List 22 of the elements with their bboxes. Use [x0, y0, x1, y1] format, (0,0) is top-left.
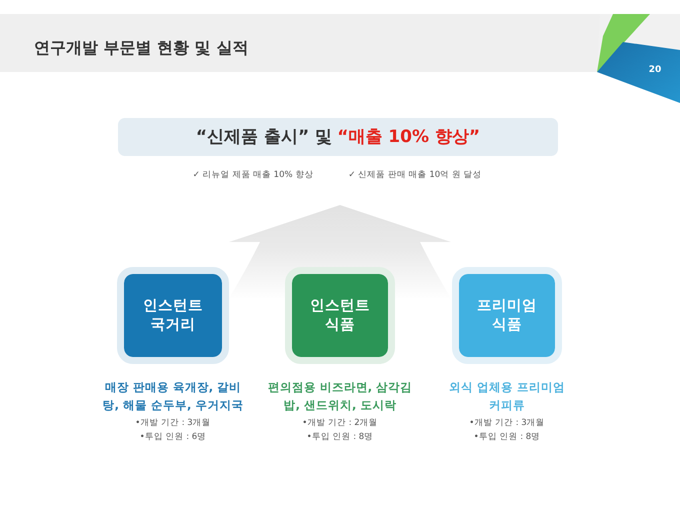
detail-text: •개발 기간 : 3개월: [469, 417, 545, 430]
category-box: [117, 267, 229, 364]
detail-text: •개발 기간 : 2개월: [302, 417, 378, 430]
goal-text: “신제품 출시” 및: [196, 126, 332, 148]
goal-highlight-text: “매출 10% 향상”: [337, 126, 480, 148]
product-description: 외식 업체용 프리미엄 커피류: [448, 379, 566, 414]
category-title: 인스턴트 국거리: [142, 296, 204, 334]
product-description: 매장 판매용 육개장, 갈비탕, 해물 순두부, 우거지국: [102, 379, 244, 414]
category-title: 프리미엄 식품: [476, 296, 538, 334]
page-number: 20: [648, 64, 662, 76]
goal-box: [118, 118, 558, 156]
detail-text: •개발 기간 : 3개월: [135, 417, 211, 430]
check-item: ✓ 리뉴얼 제품 매출 10% 향상: [192, 169, 314, 181]
category-box: [285, 267, 395, 364]
slide-title: 연구개발 부문별 현황 및 실적: [34, 37, 248, 59]
detail-text: •투입 인원 : 6명: [140, 431, 206, 444]
detail-text: •투입 인원 : 8명: [306, 431, 374, 444]
check-item: ✓ 신제품 판매 매출 10억 원 달성: [347, 169, 483, 181]
category-title: 인스턴트 식품: [309, 296, 371, 334]
category-box: [452, 267, 562, 364]
detail-text: •투입 인원 : 8명: [474, 431, 540, 444]
product-description: 편의점용 비즈라면, 삼각김밥, 샌드위치, 도시락: [266, 379, 414, 414]
